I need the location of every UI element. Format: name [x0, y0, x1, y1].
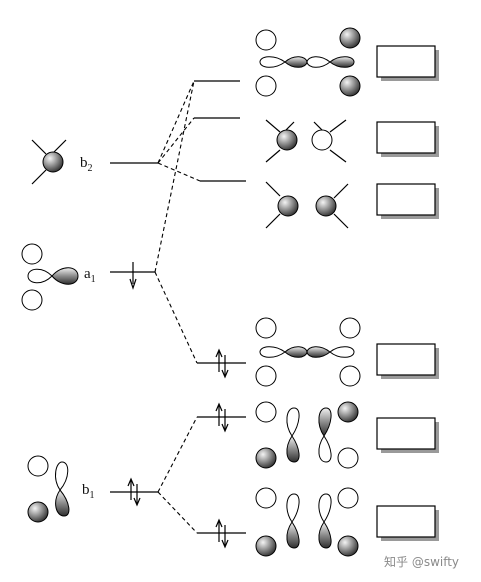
label-a1: a1: [84, 266, 96, 285]
mo-1-orbital-picture: [255, 27, 361, 97]
mo-4-orbital-picture: [255, 317, 361, 387]
mo-5-orbital-picture: [255, 401, 359, 469]
answer-box-1[interactable]: [376, 45, 439, 81]
label-b1: b1: [82, 482, 95, 501]
level-mo-6: [197, 518, 246, 549]
level-mo-5: [197, 402, 246, 433]
mo-2-orbital-picture: [265, 119, 347, 163]
fragment-b1-orbital: [27, 455, 70, 523]
answer-box-4[interactable]: [376, 343, 439, 379]
watermark: 知乎 @swifty: [384, 555, 459, 569]
mo-6-orbital-picture: [255, 487, 359, 557]
answer-box-3[interactable]: [376, 183, 439, 219]
fragment-a1-orbital: [21, 243, 79, 311]
answer-box-6[interactable]: [376, 505, 439, 541]
level-mo-4: [197, 348, 246, 379]
correlation-lines: [154, 80, 201, 534]
answer-box-2[interactable]: [376, 121, 439, 157]
fragment-b2-orbital: [31, 139, 67, 185]
mo-3-orbital-picture: [265, 181, 349, 229]
answer-box-5[interactable]: [376, 417, 439, 453]
label-b2: b2: [80, 155, 93, 174]
level-b1: [110, 477, 158, 507]
level-a1: [110, 262, 155, 290]
